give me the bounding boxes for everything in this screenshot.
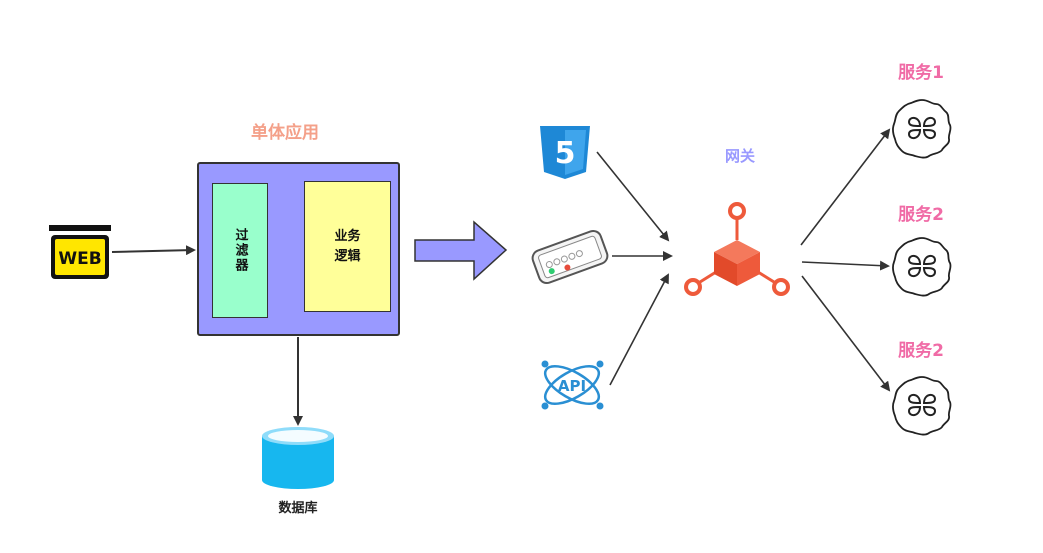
gateway-cube-icon [684, 202, 790, 296]
gateway-to-service2-arrow [801, 260, 890, 271]
smartphone-icon [531, 229, 609, 285]
api-to-gateway-arrow [609, 273, 669, 386]
service-cloud-icon [892, 237, 952, 297]
service-3-label: 服务2 [898, 341, 944, 361]
web-badge-icon: WEB [49, 225, 111, 281]
database-label: 数据库 [278, 501, 318, 516]
filter-label: 过滤器 [232, 228, 248, 273]
html5-label: 5 [555, 136, 576, 171]
gateway-label: 网关 [724, 147, 755, 165]
business-logic-label: 业务逻辑 [334, 228, 361, 264]
business-logic-box: 业务逻辑 [304, 181, 391, 312]
service-2-label: 服务2 [898, 205, 944, 225]
service-cloud-icon [892, 99, 952, 159]
web-to-monolith-arrow [111, 245, 196, 256]
api-label: API [558, 377, 586, 395]
web-label: WEB [58, 249, 101, 269]
service-cloud-icon [892, 376, 952, 436]
gateway-to-service3-arrow [801, 275, 891, 392]
database-cylinder-icon [262, 427, 334, 489]
service-1-label: 服务1 [898, 63, 944, 83]
api-orbit-icon [541, 360, 604, 410]
html5-shield-icon [540, 126, 590, 179]
html5-to-gateway-arrow [596, 151, 670, 242]
filter-box: 过滤器 [212, 183, 268, 318]
monolith-title: 单体应用 [251, 123, 319, 143]
gateway-to-service1-arrow [800, 128, 891, 246]
migration-block-arrow [414, 220, 508, 281]
